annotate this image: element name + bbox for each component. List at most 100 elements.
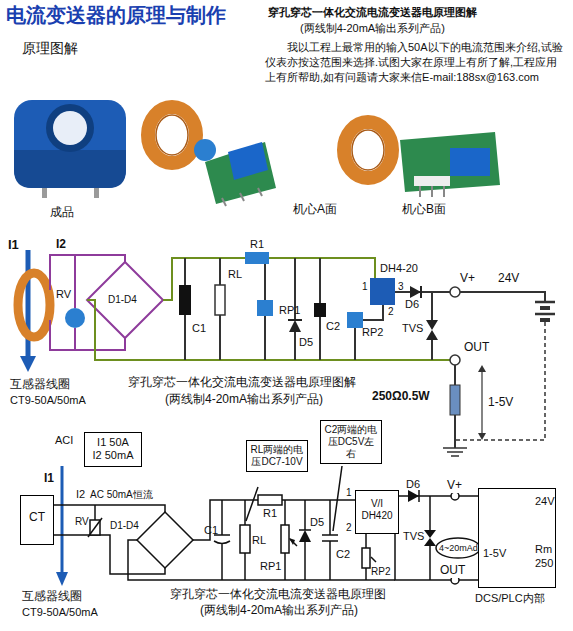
- core-b-photo: [344, 122, 500, 197]
- current-range-table: ACII1 50AI2 50mA: [84, 432, 142, 467]
- label-text: D6: [405, 298, 419, 311]
- core-a-photo-part: [222, 198, 226, 206]
- core-a-photo-part: [240, 193, 244, 201]
- label-text: CT9-50A/50mA: [10, 394, 86, 407]
- middle-schematic-part: [257, 300, 273, 316]
- middle-schematic-part: [314, 303, 326, 317]
- ct-coil-box: CT: [20, 495, 54, 545]
- label-text: RP1: [260, 560, 281, 573]
- label-text: DH4-20: [380, 262, 418, 275]
- callout-box: C2两端的电压DC5V左右: [320, 420, 382, 464]
- label-text: D5: [299, 336, 313, 349]
- lower-schematic-part: [290, 539, 297, 546]
- callout-box: RL两端的电压DC7-10V: [246, 440, 308, 472]
- middle-schematic-part: [215, 285, 225, 315]
- label-text: 1: [362, 281, 368, 293]
- terminal-label: OUT: [439, 564, 466, 578]
- core-b-photo-part: [450, 148, 490, 176]
- label-text: (两线制4-20mA输出系列产品): [200, 604, 358, 618]
- label-text: 3: [398, 281, 404, 293]
- label-text: (两线制4-20mA输出系列产品): [165, 393, 323, 407]
- lower-schematic-part: [88, 518, 102, 537]
- product-photo: [14, 100, 126, 198]
- node-text: I2 50mA: [87, 449, 139, 462]
- label-text: 成品: [50, 206, 74, 220]
- terminal-label: V+: [446, 479, 463, 493]
- label-text: I1: [44, 472, 54, 486]
- node-text: DH420: [358, 510, 396, 522]
- lower-schematic-part: [424, 530, 436, 538]
- lower-schematic-part: [299, 530, 311, 542]
- label-text: 2: [346, 522, 352, 534]
- vi-converter-box: V/IDH420: [355, 490, 399, 534]
- lower-schematic-part: [424, 538, 436, 546]
- core-a-photo-part: [205, 142, 276, 204]
- lower-schematic-part: [258, 495, 282, 505]
- lower-schematic-part: [214, 500, 230, 580]
- label-text: C1: [192, 322, 206, 335]
- core-a-photo-part: [258, 188, 262, 196]
- label-text: 2: [388, 306, 394, 318]
- label-text: 机心B面: [402, 203, 446, 217]
- label-text: RP2: [362, 326, 383, 339]
- label-text: 互感器线圈: [22, 590, 82, 604]
- node-text: ACI: [55, 434, 73, 447]
- label-text: R1: [250, 238, 264, 251]
- label-text: RP1: [279, 304, 300, 317]
- node-text: RL两端的电压DC7-10V: [249, 444, 305, 468]
- label-text: RP2: [371, 566, 390, 578]
- middle-schematic-part: [450, 355, 460, 365]
- lower-schematic-part: [56, 572, 68, 586]
- label-text: C2: [336, 548, 350, 561]
- node-text: CT: [23, 510, 51, 524]
- product-photo-part: [42, 188, 47, 198]
- lower-schematic-part: [281, 525, 289, 553]
- core-a-photo-part: [148, 107, 196, 163]
- middle-schematic: [18, 250, 555, 456]
- middle-schematic-part: [420, 286, 422, 298]
- label-text: 4~20mAdc: [439, 543, 477, 553]
- label-text: 1: [346, 487, 352, 499]
- core-b-photo-part: [419, 186, 421, 197]
- label-text: I2: [56, 238, 66, 252]
- lower-schematic-terminals-part: [451, 492, 459, 500]
- node-text: I1 50A: [87, 436, 139, 449]
- lower-schematic-part: [299, 500, 311, 580]
- label-text: RV: [56, 288, 71, 301]
- node-text: 24V: [535, 495, 555, 508]
- label-text: CT9-50A/50mA: [22, 606, 98, 619]
- lower-schematic-part: [137, 512, 193, 568]
- label-text: (两线制4-20mA输出系列产品): [300, 22, 445, 35]
- middle-schematic-part: [426, 320, 438, 330]
- middle-schematic-part: [450, 287, 460, 297]
- lower-schematic-part: [54, 505, 165, 574]
- middle-schematic-part: [410, 286, 421, 298]
- node-text: 1-5V: [483, 547, 506, 560]
- middle-schematic-part: [478, 365, 486, 372]
- label-text: I1: [8, 238, 19, 253]
- label-text: OUT: [464, 341, 489, 355]
- core-b-photo-part: [344, 122, 392, 178]
- label-text: I2: [76, 488, 85, 501]
- label-text: 穿孔穿芯一体化交流电流变送器电原理图解: [128, 376, 356, 390]
- core-b-photo-part: [443, 186, 445, 197]
- node-text: 250: [535, 557, 553, 570]
- label-text: D1-D4: [108, 294, 137, 306]
- label-text: 250Ω0.5W: [372, 390, 430, 404]
- core-a-photo: [148, 107, 276, 206]
- middle-schematic-part: [450, 385, 460, 415]
- middle-schematic-part: [289, 320, 301, 332]
- core-a-photo-part: [156, 115, 188, 155]
- label-text: 互感器线圈: [10, 378, 70, 392]
- label-text: RL: [228, 268, 242, 281]
- middle-schematic-part: [540, 308, 550, 320]
- middle-schematic-part: [87, 262, 163, 338]
- wire-connector: [399, 495, 478, 497]
- lower-schematic-part: [289, 538, 295, 545]
- label-text: C1: [204, 524, 218, 537]
- lower-schematic: [54, 466, 480, 586]
- product-photo-part: [14, 100, 126, 188]
- label-text: 1-5V: [488, 396, 513, 410]
- node-text: Rm: [535, 543, 552, 556]
